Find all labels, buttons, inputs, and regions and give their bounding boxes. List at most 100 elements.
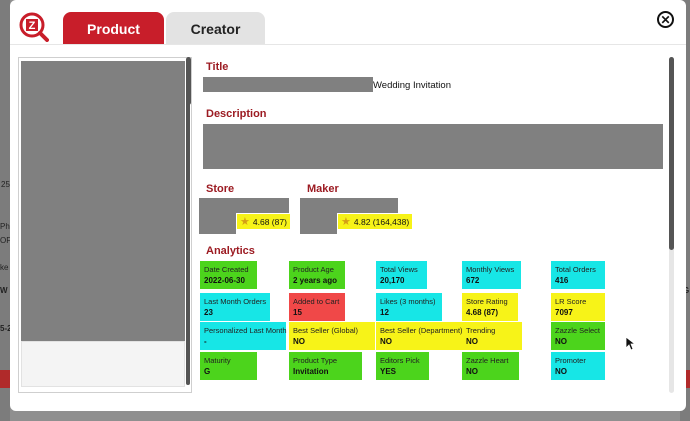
maker-rating-value: 4.82 (164,438) (353, 216, 410, 227)
analytics-label: Best Seller (Global) (293, 325, 359, 335)
product-modal: Z Product Creator ✕ Title Wedding Invita… (10, 0, 686, 411)
store-avatar-redaction (199, 198, 236, 234)
close-icon: ✕ (660, 12, 671, 27)
product-image-panel (18, 57, 192, 393)
analytics-label: Product Age (293, 264, 334, 274)
image-scrollbar-thumb[interactable] (186, 61, 190, 385)
background-text: 5-2 (0, 324, 12, 333)
tab-product[interactable]: Product (63, 12, 164, 45)
tab-creator[interactable]: Creator (166, 12, 265, 45)
analytics-value: NO (555, 336, 567, 346)
analytics-value: 2 years ago (293, 275, 338, 285)
product-image-footer (21, 341, 185, 387)
analytics-value: NO (466, 336, 478, 346)
analytics-label: Editors Pick (380, 355, 420, 365)
maker-heading: Maker (307, 183, 339, 195)
product-image-redacted (21, 61, 185, 341)
background-red-bar (0, 370, 10, 388)
analytics-label: Total Orders (555, 264, 596, 274)
analytics-label: Product Type (293, 355, 338, 365)
details-scrollbar-thumb[interactable] (669, 57, 674, 250)
store-heading: Store (206, 183, 235, 195)
analytics-value: 672 (466, 275, 480, 285)
analytics-value: 416 (555, 275, 569, 285)
logo-letter: Z (29, 20, 36, 32)
analytics-card: Personalized Last Month- (200, 322, 287, 350)
analytics-value: 2022-06-30 (204, 275, 245, 285)
background-text: 25 (1, 180, 10, 189)
title-redaction (203, 77, 373, 92)
analytics-value: 7097 (555, 307, 573, 317)
mouse-cursor-icon (625, 336, 637, 351)
description-redaction (203, 124, 663, 169)
close-button[interactable]: ✕ (657, 11, 674, 28)
analytics-value: NO (555, 366, 567, 376)
middle-scrollbar-thumb[interactable] (186, 57, 191, 105)
analytics-value: - (204, 336, 207, 346)
analytics-value: 20,170 (380, 275, 405, 285)
analytics-label: LR Score (555, 296, 587, 306)
analytics-label: Monthly Views (466, 264, 515, 274)
background-text: Ph (0, 222, 10, 231)
analytics-value: Invitation (293, 366, 329, 376)
analytics-card: Best Seller (Department)NO (376, 322, 463, 350)
store-rating-badge: ★ 4.68 (87) (237, 214, 290, 229)
analytics-label: Personalized Last Month (204, 325, 287, 335)
title-heading: Title (206, 61, 229, 73)
analytics-label: Promoter (555, 355, 586, 365)
analytics-label: Store Rating (466, 296, 508, 306)
product-title-text: Wedding Invitation (373, 80, 451, 91)
analytics-value: 23 (204, 307, 213, 317)
background-text: OF (0, 236, 12, 245)
analytics-label: Maturity (204, 355, 231, 365)
star-icon: ★ (341, 216, 351, 228)
analytics-label: Zazzle Select (555, 325, 601, 335)
background-text: W (0, 286, 8, 295)
analytics-value: 12 (380, 307, 389, 317)
maker-avatar-redaction (300, 198, 337, 234)
analytics-value: YES (380, 366, 397, 376)
analytics-value: NO (380, 336, 392, 346)
store-rating-value: 4.68 (87) (252, 216, 287, 227)
analytics-label: Added to Cart (293, 296, 340, 306)
header-divider (10, 44, 686, 45)
analytics-label: Total Views (380, 264, 418, 274)
analytics-heading: Analytics (206, 245, 255, 257)
zazzle-logo-icon: Z (19, 12, 49, 42)
analytics-value: G (204, 366, 211, 376)
analytics-card: Best Seller (Global)NO (289, 322, 375, 350)
analytics-value: 4.68 (87) (466, 307, 499, 317)
analytics-label: Zazzle Heart (466, 355, 509, 365)
analytics-label: Likes (3 months) (380, 296, 436, 306)
analytics-card: Likes (3 months)12 (376, 293, 442, 321)
analytics-value: NO (466, 366, 478, 376)
analytics-value: NO (293, 336, 305, 346)
analytics-label: Trending (466, 325, 496, 335)
analytics-label: Date Created (204, 264, 249, 274)
background-left-strip (0, 0, 10, 421)
background-text: G (683, 286, 690, 295)
description-heading: Description (206, 108, 267, 120)
analytics-label: Best Seller (Department) (380, 325, 463, 335)
analytics-label: Last Month Orders (204, 296, 267, 306)
background-text: ke (0, 263, 9, 272)
star-icon: ★ (240, 216, 250, 228)
analytics-value: 15 (293, 307, 302, 317)
maker-rating-badge: ★ 4.82 (164,438) (338, 214, 413, 229)
